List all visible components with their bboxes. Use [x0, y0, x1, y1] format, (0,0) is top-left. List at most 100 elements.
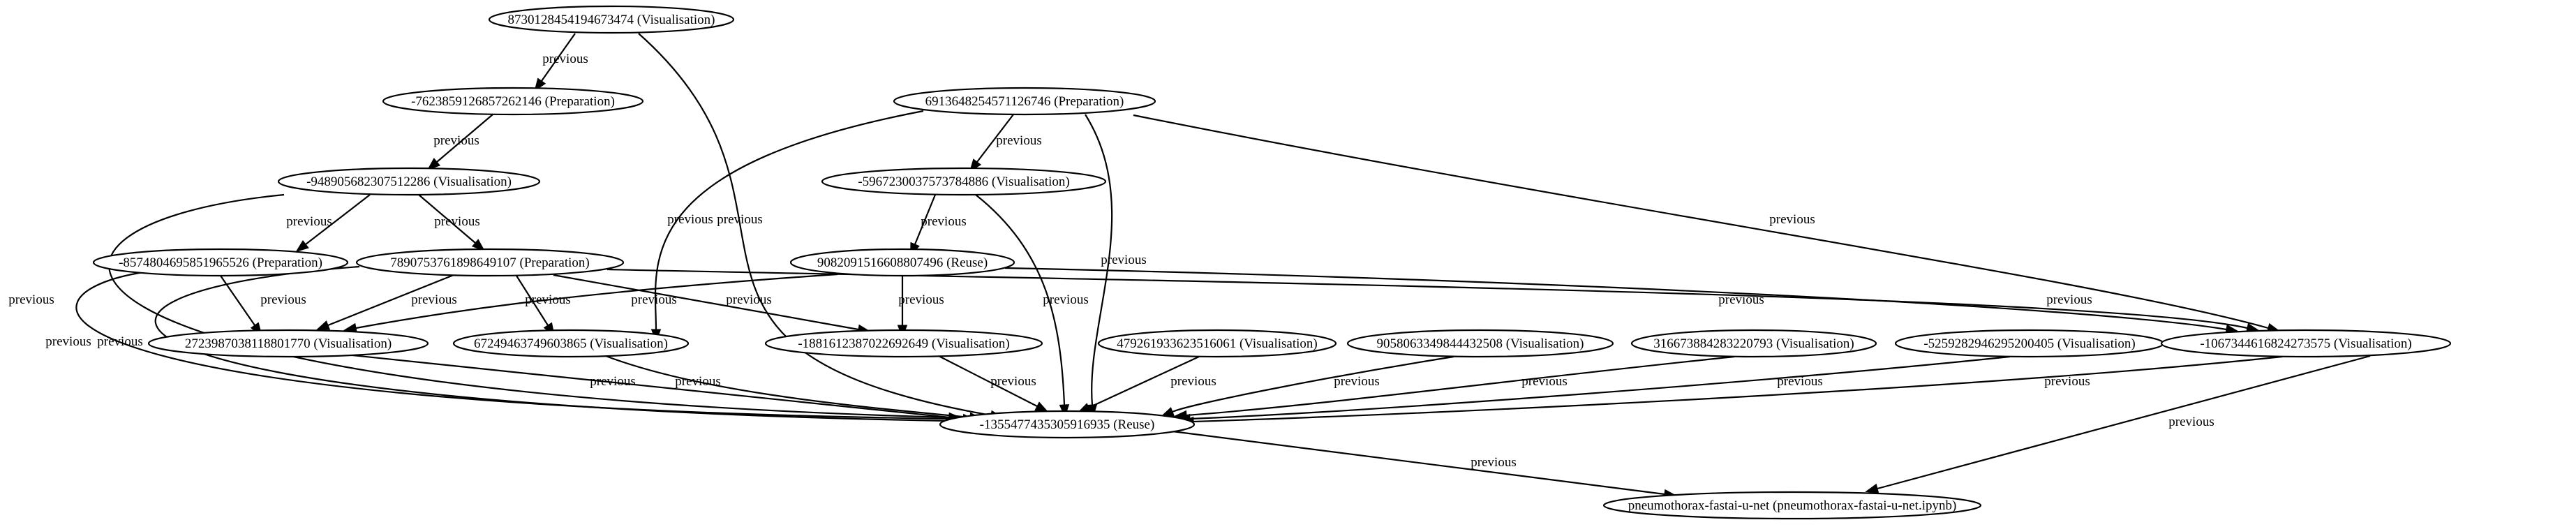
node-label: -948905682307512286 (Visualisation) — [306, 175, 512, 189]
graph-node[interactable]: -1881612387022692649 (Visualisation) — [764, 329, 1043, 358]
node-ellipse — [1097, 329, 1337, 358]
graph-node[interactable]: -7623859126857262146 (Preparation) — [382, 87, 644, 116]
node-label: 67249463749603865 (Visualisation) — [474, 336, 668, 351]
graph-node[interactable]: 2723987038118801770 (Visualisation) — [147, 329, 429, 358]
edge-n8-n9: previous — [343, 273, 838, 334]
node-ellipse — [893, 87, 1156, 116]
edge-line — [355, 273, 838, 329]
edge-line — [1189, 355, 2011, 420]
edge-line — [418, 194, 476, 244]
edge-line — [220, 275, 255, 326]
edge-line — [1133, 114, 2269, 329]
node-label: -1355477435305916935 (Reuse) — [980, 417, 1155, 432]
edge-label: previous — [1043, 292, 1088, 307]
arrowhead — [1034, 401, 1049, 413]
nodes-layer: 8730128454194673474 (Visualisation) -7623… — [92, 5, 2452, 520]
edge-n8-n16: previous — [1004, 267, 2240, 335]
edge-label: previous — [433, 133, 479, 148]
edge-n3-n16: previous — [1133, 114, 2281, 333]
edge-line — [1172, 430, 1665, 496]
node-label: -1067344616824273575 (Visualisation) — [2200, 336, 2411, 351]
edge-label: previous — [996, 133, 1041, 148]
graph-node[interactable]: 479261933623516061 (Visualisation) — [1097, 329, 1337, 358]
arrowhead — [295, 240, 309, 253]
edge-label: previous — [1170, 374, 1216, 389]
edge-line — [1172, 355, 1454, 413]
node-ellipse — [1602, 491, 1982, 520]
edge-line — [436, 114, 493, 163]
edge-label: previous — [898, 292, 944, 307]
edge-label: previous — [717, 212, 762, 227]
edge-n7-n10: previous — [516, 275, 571, 336]
edge-n11-n17: previous — [938, 355, 1049, 413]
graph-node[interactable]: 9082091516608807496 (Reuse) — [789, 248, 1015, 277]
edge-label: previous — [590, 374, 635, 389]
arrowhead — [315, 320, 331, 330]
graph-node[interactable]: 6913648254571126746 (Preparation) — [893, 87, 1156, 116]
arrowhead — [426, 158, 441, 170]
edge-line — [638, 33, 992, 417]
edge-line — [108, 193, 950, 419]
graph-node[interactable]: -5259282946295200405 (Visualisation) — [1894, 329, 2165, 358]
edge-label: previous — [667, 212, 713, 227]
edge-n15-n17: previous — [1177, 355, 2011, 424]
edge-label: previous — [2044, 374, 2090, 389]
node-label: 8730128454194673474 (Visualisation) — [507, 13, 715, 27]
arrowhead — [471, 239, 485, 251]
edge-line — [975, 194, 1066, 406]
edge-label: previous — [8, 292, 54, 307]
graph-node[interactable]: 7890753761898649107 (Preparation) — [355, 248, 625, 277]
node-ellipse — [382, 87, 644, 116]
edge-n12-n17: previous — [1077, 356, 1216, 413]
graph-node[interactable]: -1067344616824273575 (Visualisation) — [2160, 329, 2452, 358]
graph-node[interactable]: -948905682307512286 (Visualisation) — [277, 167, 541, 196]
edge-line — [1193, 355, 2283, 423]
edge-n3-n5: previous — [969, 114, 1042, 172]
edge-line — [606, 268, 2248, 329]
node-ellipse — [789, 248, 1015, 277]
arrowhead — [1865, 483, 1879, 493]
graph-node[interactable]: 67249463749603865 (Visualisation) — [452, 329, 690, 358]
edge-n7-n16: previous — [606, 268, 2260, 333]
edge-line — [305, 194, 371, 245]
edge-line — [914, 194, 937, 245]
graph-node[interactable]: 9058063349844432508 (Visualisation) — [1346, 329, 1614, 358]
graph-node[interactable]: -8574804695851965526 (Preparation) — [92, 248, 349, 277]
edge-label: previous — [411, 292, 456, 307]
edge-n13-n17: previous — [1160, 355, 1454, 417]
graph-node[interactable]: 8730128454194673474 (Visualisation) — [488, 5, 735, 34]
graph-node[interactable]: -1355477435305916935 (Reuse) — [939, 410, 1196, 439]
node-ellipse — [2160, 329, 2452, 358]
edge-n8-n11: previous — [897, 276, 944, 339]
edge-n7-n9: previous — [315, 274, 457, 330]
edge-line — [938, 355, 1038, 407]
edge-n4-n7: previous — [418, 194, 485, 251]
node-label: 479261933623516061 (Visualisation) — [1117, 336, 1318, 351]
edge-line — [352, 354, 964, 420]
graph-node[interactable]: pneumothorax-fastai-u-net (pneumothorax-… — [1602, 491, 1982, 520]
edge-n6-n9: previous — [220, 275, 306, 336]
edge-label: previous — [726, 292, 771, 307]
edge-label: previous — [260, 292, 306, 307]
node-label: 6913648254571126746 (Preparation) — [925, 94, 1124, 109]
edge-line — [1004, 267, 2227, 331]
graph-node[interactable]: 316673884283220793 (Visualisation) — [1630, 329, 1877, 358]
edge-label: previous — [2168, 415, 2214, 429]
graph-node[interactable]: -5967230037573784886 (Visualisation) — [821, 167, 1107, 196]
node-label: -8574804695851965526 (Preparation) — [119, 255, 322, 270]
edge-label: previous — [921, 214, 966, 229]
node-ellipse — [939, 410, 1196, 439]
node-label: pneumothorax-fastai-u-net (pneumothorax-… — [1628, 498, 1957, 513]
edge-label: previous — [990, 374, 1036, 389]
edge-line — [541, 33, 576, 82]
node-label: -7623859126857262146 (Preparation) — [411, 94, 615, 109]
edge-label: previous — [1101, 253, 1146, 267]
edge-line — [654, 110, 924, 330]
edge-n5-n8: previous — [910, 194, 967, 256]
node-ellipse — [147, 329, 429, 358]
edge-line — [327, 274, 454, 327]
edge-label: previous — [1521, 374, 1567, 389]
node-label: 9082091516608807496 (Reuse) — [817, 255, 988, 270]
edge-line — [516, 275, 549, 326]
node-label: 316673884283220793 (Visualisation) — [1653, 336, 1854, 351]
